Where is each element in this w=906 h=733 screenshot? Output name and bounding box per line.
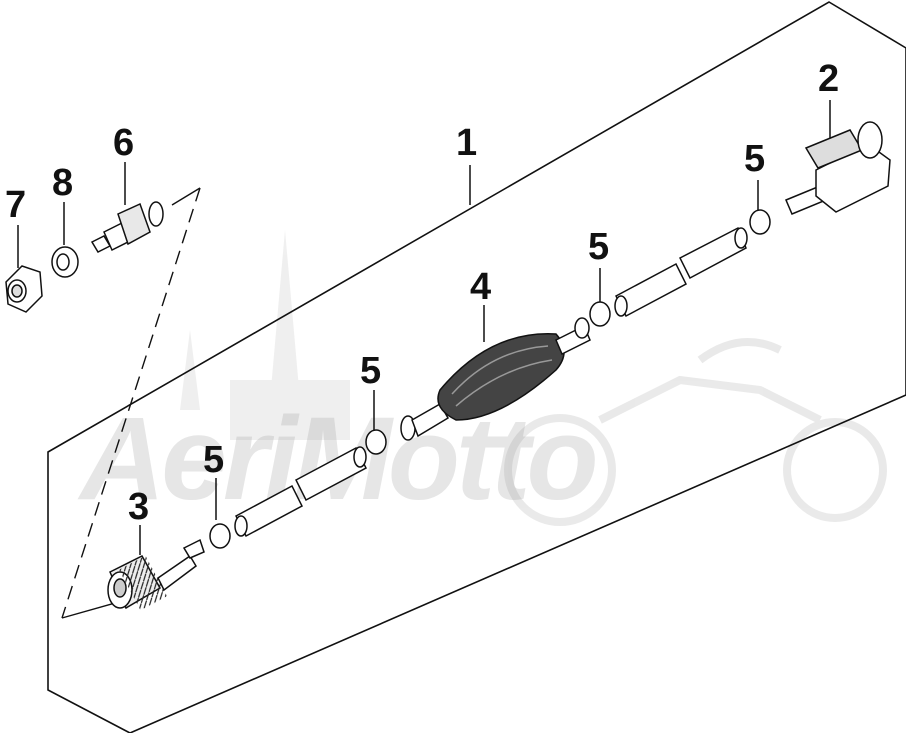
nut-part — [5, 265, 43, 313]
end-fitting-part — [107, 538, 205, 611]
callout-5-lower: 5 — [203, 439, 225, 481]
hose-upper — [614, 226, 748, 318]
callout-2: 2 — [818, 58, 840, 100]
quick-connector-part — [785, 121, 891, 215]
callout-7: 7 — [5, 184, 27, 226]
kit-outline-box — [47, 1, 906, 733]
callout-6: 6 — [113, 122, 135, 164]
watermark-motorcycle — [504, 338, 887, 526]
leader-lines — [17, 100, 831, 555]
callout-1: 1 — [456, 122, 478, 164]
watermark-church — [180, 230, 350, 440]
callout-4: 4 — [470, 266, 492, 308]
callout-8: 8 — [52, 162, 74, 204]
callout-3: 3 — [128, 486, 150, 528]
hose-lower — [234, 446, 367, 538]
callout-5-upper-right: 5 — [744, 138, 766, 180]
washer-part — [51, 246, 79, 278]
callout-5-upper: 5 — [588, 226, 610, 268]
callout-5-middle: 5 — [360, 350, 382, 392]
hose-clamps — [209, 209, 771, 549]
dashed-guide-line — [61, 187, 201, 619]
fitting-part — [90, 201, 164, 253]
primer-bulb-part — [400, 317, 591, 441]
guide-line-top — [171, 187, 201, 206]
